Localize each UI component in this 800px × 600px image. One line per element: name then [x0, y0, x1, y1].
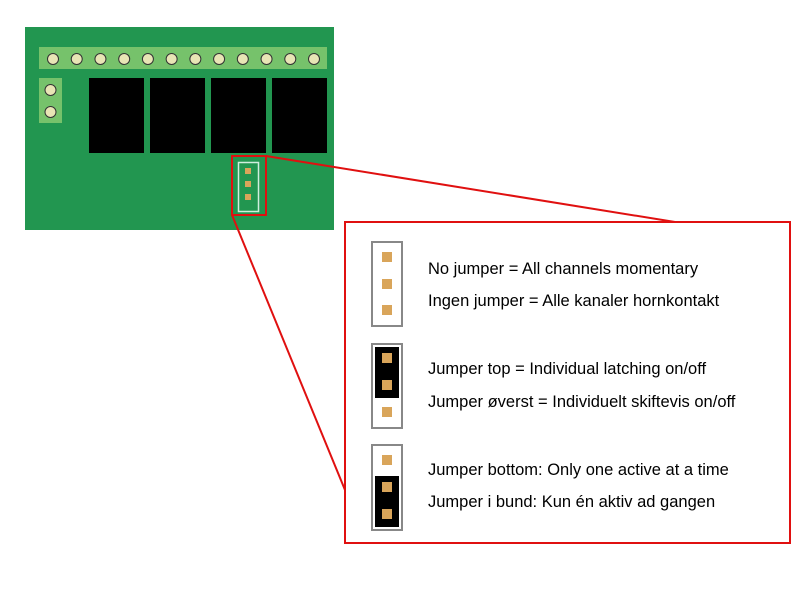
terminal-pin: [213, 53, 226, 65]
terminal-pin: [308, 53, 320, 65]
legend-text-da: Jumper i bund: Kun én aktiv ad gangen: [428, 493, 715, 511]
header-pad: [382, 380, 392, 390]
highlight-box: [231, 155, 267, 216]
header-pad: [382, 353, 392, 363]
header-pad: [245, 168, 251, 174]
terminal-pin: [284, 53, 297, 65]
terminal-strip: [39, 47, 327, 69]
callout-box: [344, 221, 791, 544]
relay: [150, 78, 205, 153]
terminal-pin: [118, 53, 131, 65]
header-pad: [382, 279, 392, 289]
header-pad: [382, 509, 392, 519]
legend-top: Jumper top = Individual latching on/off …: [371, 343, 736, 429]
legend-text-en: Jumper bottom: Only one active at a time: [428, 461, 729, 479]
header-pad: [382, 482, 392, 492]
legend-text-da: Ingen jumper = Alle kanaler hornkontakt: [428, 292, 720, 310]
callout-line: [231, 214, 346, 491]
terminal-pin: [236, 53, 249, 65]
callout-highlight: [231, 155, 791, 544]
terminal-pin: [94, 53, 107, 65]
header-pad: [382, 407, 392, 417]
relay: [272, 78, 327, 153]
legend-bottom: Jumper bottom: Only one active at a time…: [371, 444, 729, 531]
header-pad: [382, 252, 392, 262]
legend-none: No jumper = All channels momentary Ingen…: [371, 241, 720, 327]
terminal-pin: [47, 53, 59, 65]
header-pad: [245, 181, 251, 187]
header-pad: [382, 305, 392, 315]
callout-line: [265, 155, 676, 223]
legend-text-en: No jumper = All channels momentary: [428, 260, 699, 278]
legend-text-en: Jumper top = Individual latching on/off: [428, 360, 706, 378]
terminal-pin: [260, 53, 273, 65]
terminal-pin: [70, 53, 83, 65]
power-pin: [44, 84, 57, 96]
terminal-pin: [141, 53, 154, 65]
relay-board: [25, 27, 334, 230]
header-pad: [245, 194, 251, 200]
terminal-pin: [189, 53, 202, 65]
relay: [211, 78, 266, 153]
terminal-pin: [165, 53, 178, 65]
power-pin: [44, 106, 57, 118]
legend-text-da: Jumper øverst = Individuelt skiftevis on…: [428, 393, 736, 411]
relay: [89, 78, 144, 153]
header-pad: [382, 455, 392, 465]
jumper-header: [237, 161, 260, 213]
